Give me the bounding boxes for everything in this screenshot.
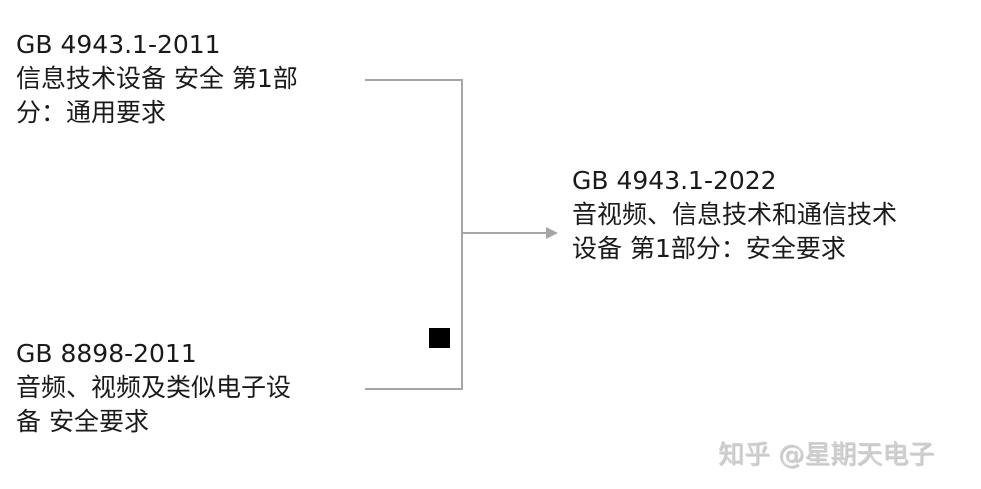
- standard-title-line-2: 分：通用要求: [16, 98, 167, 127]
- standard-code: GB 8898-2011: [16, 339, 197, 368]
- standard-title-line-1: 信息技术设备 安全 第1部: [16, 64, 298, 93]
- standard-title-line-1: 音频、视频及类似电子设: [16, 373, 292, 402]
- standard-title-line-1: 音视频、信息技术和通信技术: [572, 200, 898, 229]
- black-square-marker: [429, 328, 450, 348]
- source-standard-gb8898-2011: GB 8898-2011 音频、视频及类似电子设 备 安全要求: [16, 337, 291, 439]
- standard-code: GB 4943.1-2011: [16, 30, 221, 59]
- connector-arrow-shaft: [461, 232, 548, 234]
- connector-top-horizontal: [365, 79, 463, 81]
- standard-title-line-2: 设备 第1部分：安全要求: [572, 234, 846, 263]
- source-standard-gb4943-2011: GB 4943.1-2011 信息技术设备 安全 第1部 分：通用要求: [16, 28, 298, 130]
- target-standard-gb4943-2022: GB 4943.1-2022 音视频、信息技术和通信技术 设备 第1部分：安全要…: [572, 164, 897, 266]
- arrow-head-icon: [546, 227, 558, 239]
- connector-vertical: [461, 79, 463, 390]
- standard-code: GB 4943.1-2022: [572, 166, 777, 195]
- watermark: 知乎 @星期天电子: [718, 440, 935, 470]
- standard-title-line-2: 备 安全要求: [16, 407, 149, 436]
- connector-bottom-horizontal: [365, 388, 463, 390]
